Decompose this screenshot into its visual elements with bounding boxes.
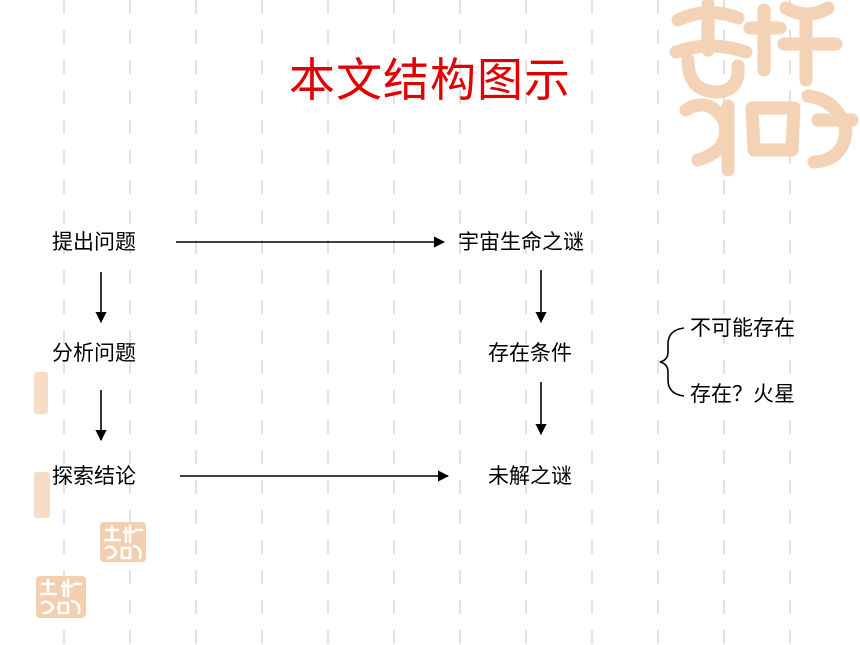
node-analyze-question: 分析问题 [52,341,136,365]
seal-decoration-large [668,0,860,180]
branch-brace [659,327,685,397]
node-unsolved-mystery: 未解之谜 [488,464,572,488]
seal-decoration-small-2 [34,472,50,518]
seal-stamp-2 [36,576,86,618]
node-universe-life-mystery: 宇宙生命之谜 [458,230,584,254]
seal-decoration-small-1 [34,372,48,414]
seal-stamp-1 [100,522,146,562]
node-existence-conditions: 存在条件 [488,341,572,365]
seal-glyph-icon [103,524,144,560]
node-explore-conclusion: 探索结论 [52,464,136,488]
page-title: 本文结构图示 [289,53,571,107]
branch-exist-mars: 存在？火星 [690,382,795,406]
node-ask-question: 提出问题 [52,230,136,254]
seal-glyph-icon [39,578,83,615]
branch-cannot-exist: 不可能存在 [690,316,795,340]
seal-glyph-icon [669,0,859,177]
